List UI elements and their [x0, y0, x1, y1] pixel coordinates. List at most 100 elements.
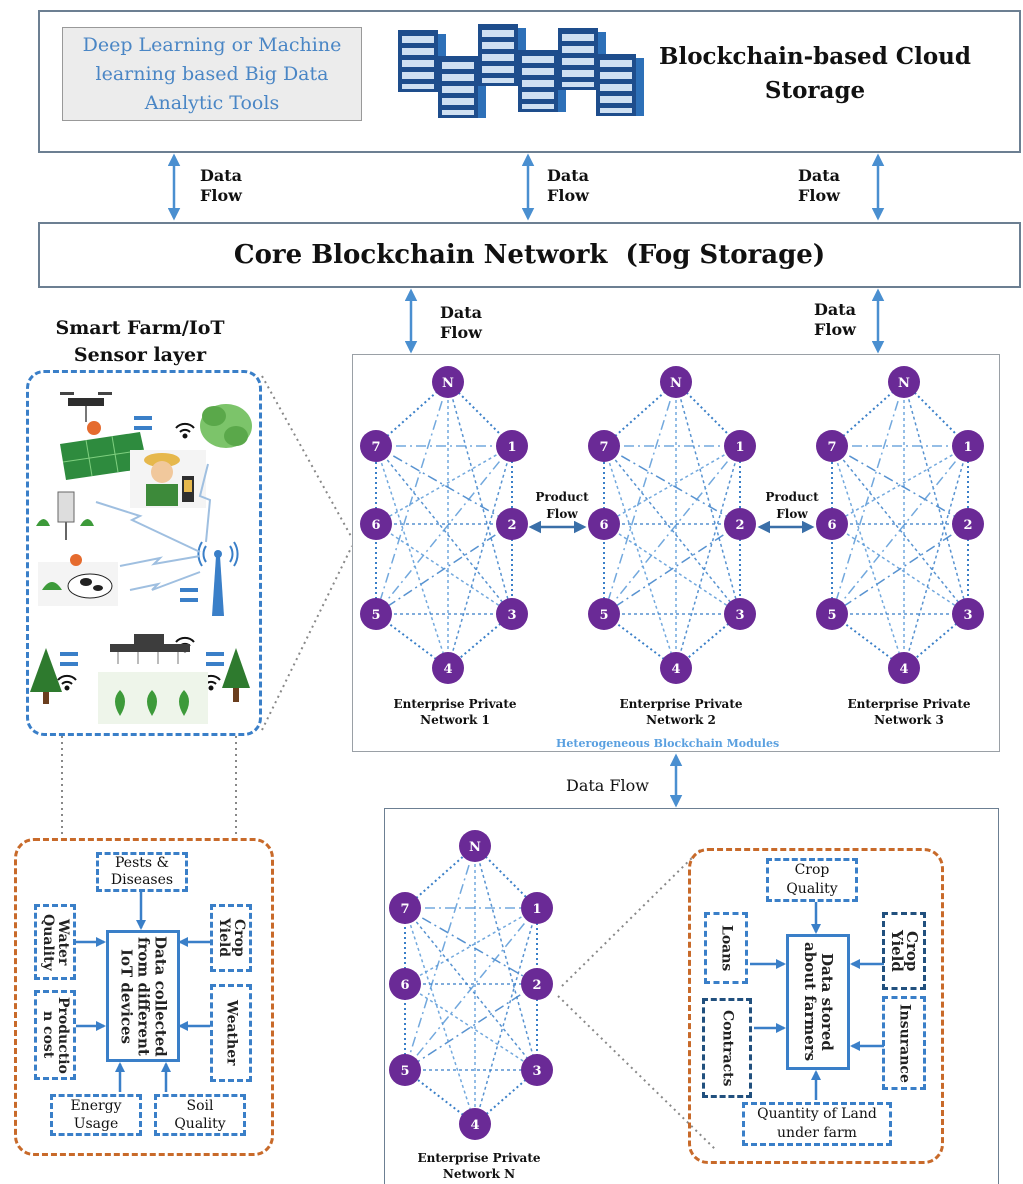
node-circle: [459, 830, 491, 862]
node-label: 6: [599, 518, 608, 533]
node-net2-2: 2: [724, 508, 756, 540]
data-flow-label-3: Data Flow: [798, 166, 840, 206]
weather-box: Weather: [210, 984, 252, 1082]
node-label: 6: [827, 518, 836, 533]
node-circle: [660, 366, 692, 398]
node-label: N: [898, 376, 910, 391]
node-cross-link-7-4: [403, 907, 477, 1125]
pests-diseases-label: Pests & Diseases: [110, 855, 174, 888]
weather-label: Weather: [223, 1000, 240, 1066]
node-circle: [952, 598, 984, 630]
node-cross-link-1-4: [674, 444, 742, 670]
node-label: N: [670, 376, 682, 391]
smart-farm-illustration: [30, 392, 252, 724]
energy-usage-box: Energy Usage: [50, 1094, 142, 1136]
drone-icon: [60, 392, 112, 422]
cloud-title-line2: Storage: [764, 77, 866, 104]
node-circle: [816, 430, 848, 462]
node-net1-2: 2: [496, 508, 528, 540]
node-net3-1: 1: [952, 430, 984, 462]
node-circle: [496, 430, 528, 462]
core-blockchain-network-bar: Core Blockchain Network (Fog Storage): [38, 222, 1021, 288]
node-label: N: [442, 376, 454, 391]
node-netn-2: 2: [521, 968, 553, 1000]
node-label: 5: [371, 608, 380, 623]
node-label: 6: [400, 978, 409, 993]
node-cross-link-7-4: [830, 445, 906, 669]
node-net3-7: 7: [816, 430, 848, 462]
node-label: 2: [963, 518, 972, 533]
node-circle: [588, 598, 620, 630]
node-label: 7: [599, 440, 608, 455]
tractor-sprayer-icon: [110, 634, 190, 664]
node-label: 5: [599, 608, 608, 623]
node-netn-1: 1: [521, 892, 553, 924]
node-net1-N: N: [432, 366, 464, 398]
node-label: 7: [827, 440, 836, 455]
node-net1-1: 1: [496, 430, 528, 462]
node-label: 2: [735, 518, 744, 533]
node-circle: [888, 652, 920, 684]
land-quantity-label: Quantity of Land under farm: [757, 1106, 877, 1141]
node-label: 5: [827, 608, 836, 623]
node-label: 4: [671, 662, 680, 677]
node-cross-link-7-4: [374, 445, 450, 669]
heterogeneous-modules-panel: [352, 354, 1000, 752]
water-quality-box: Water Quality: [34, 904, 76, 980]
node-circle: [360, 430, 392, 462]
production-cost-box: Productio n cost: [34, 990, 76, 1080]
sensor-title-line2: Sensor layer: [73, 344, 207, 366]
node-label: 3: [963, 608, 972, 623]
sensor-layer-title: Smart Farm/IoT Sensor layer: [20, 314, 260, 370]
data-flow-label-1-line2: Flow: [200, 186, 242, 205]
node-label: 7: [371, 440, 380, 455]
node-net2-N: N: [660, 366, 692, 398]
land-quantity-box: Quantity of Land under farm: [742, 1102, 892, 1146]
node-label: 3: [507, 608, 516, 623]
cloud-title-line1: Blockchain-based Cloud: [659, 43, 971, 70]
solar-panel-icon: [60, 421, 148, 480]
data-flow-label-4-line1: Data: [440, 303, 482, 322]
data-flow-label-1-line1: Data: [200, 166, 242, 185]
plant-icon: [200, 404, 252, 448]
network-2-label: Enterprise Private Network 2: [606, 696, 756, 728]
sensor-title-line1: Smart Farm/IoT: [55, 317, 225, 339]
node-net3-N: N: [888, 366, 920, 398]
node-netn-3: 3: [521, 1054, 553, 1086]
crop-yield-farmer-label: Crop Yield: [888, 930, 921, 972]
soil-quality-label: Soil Quality: [174, 1098, 226, 1132]
node-net2-3: 3: [724, 598, 756, 630]
node-label: 2: [532, 978, 541, 993]
node-label: 1: [507, 440, 516, 455]
network-2-label-line1: Enterprise Private: [619, 697, 743, 711]
product-flow-label-1: Product Flow: [534, 489, 590, 523]
node-circle: [888, 366, 920, 398]
node-net2-5: 5: [588, 598, 620, 630]
node-net3-3: 3: [952, 598, 984, 630]
node-circle: [588, 508, 620, 540]
node-label: 7: [400, 902, 409, 917]
node-label: N: [469, 840, 481, 855]
network-n-label: Enterprise Private Network N: [404, 1150, 554, 1182]
server-rack-illustration: [398, 24, 644, 118]
node-circle: [389, 968, 421, 1000]
insurance-label: Insurance: [896, 1003, 913, 1083]
contracts-label: Contracts: [719, 1009, 736, 1087]
analytics-tools-label: Deep Learning or Machine learning based …: [82, 33, 342, 114]
node-circle: [360, 598, 392, 630]
wireless-link-lines: [95, 463, 212, 591]
network-n-panel: [384, 808, 999, 1184]
loans-box: Loans: [704, 912, 748, 984]
node-net2-7: 7: [588, 430, 620, 462]
contracts-box: Contracts: [702, 998, 752, 1098]
data-flow-label-1: Data Flow: [200, 166, 242, 206]
crop-quality-label: Crop Quality: [786, 862, 838, 897]
farmer-data-center-label: Data stored about farmers: [801, 942, 836, 1062]
iot-sensor-panel: [26, 370, 262, 736]
node-netn-5: 5: [389, 1054, 421, 1086]
